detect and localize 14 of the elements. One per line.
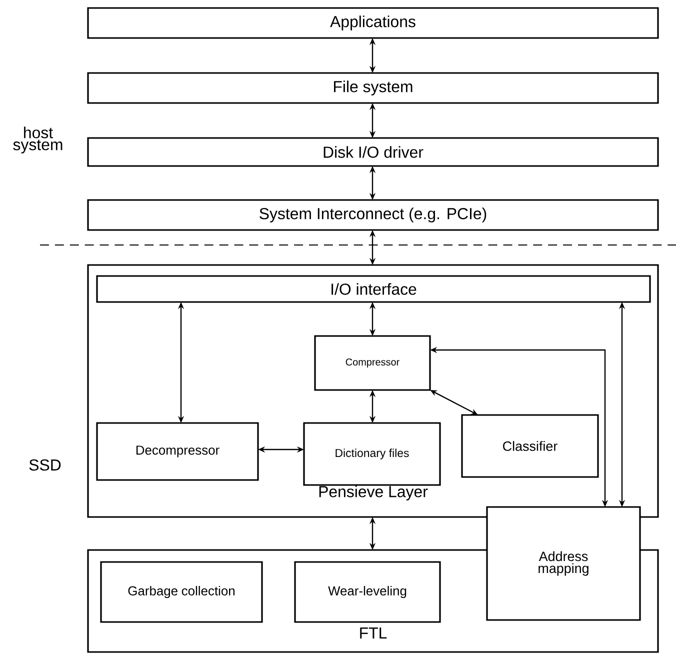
process-box: System Interconnect (e.g. PCIe) (87, 199, 659, 231)
process-box: Wear-leveling (294, 561, 441, 623)
process-box: Dictionary files (303, 422, 441, 486)
process-box: File system (87, 72, 659, 104)
side-label: SSD (29, 459, 61, 471)
process-box: Classifier (461, 414, 599, 478)
process-box: Address mapping (486, 506, 641, 621)
process-box: Applications (87, 7, 659, 39)
process-box: I/O interface (96, 275, 651, 303)
side-label: host system (13, 126, 62, 154)
process-box: Garbage collection (100, 561, 263, 623)
process-box: Decompressor (96, 422, 259, 481)
process-box: Disk I/O driver (87, 137, 659, 167)
process-box: Compressor (314, 335, 431, 391)
